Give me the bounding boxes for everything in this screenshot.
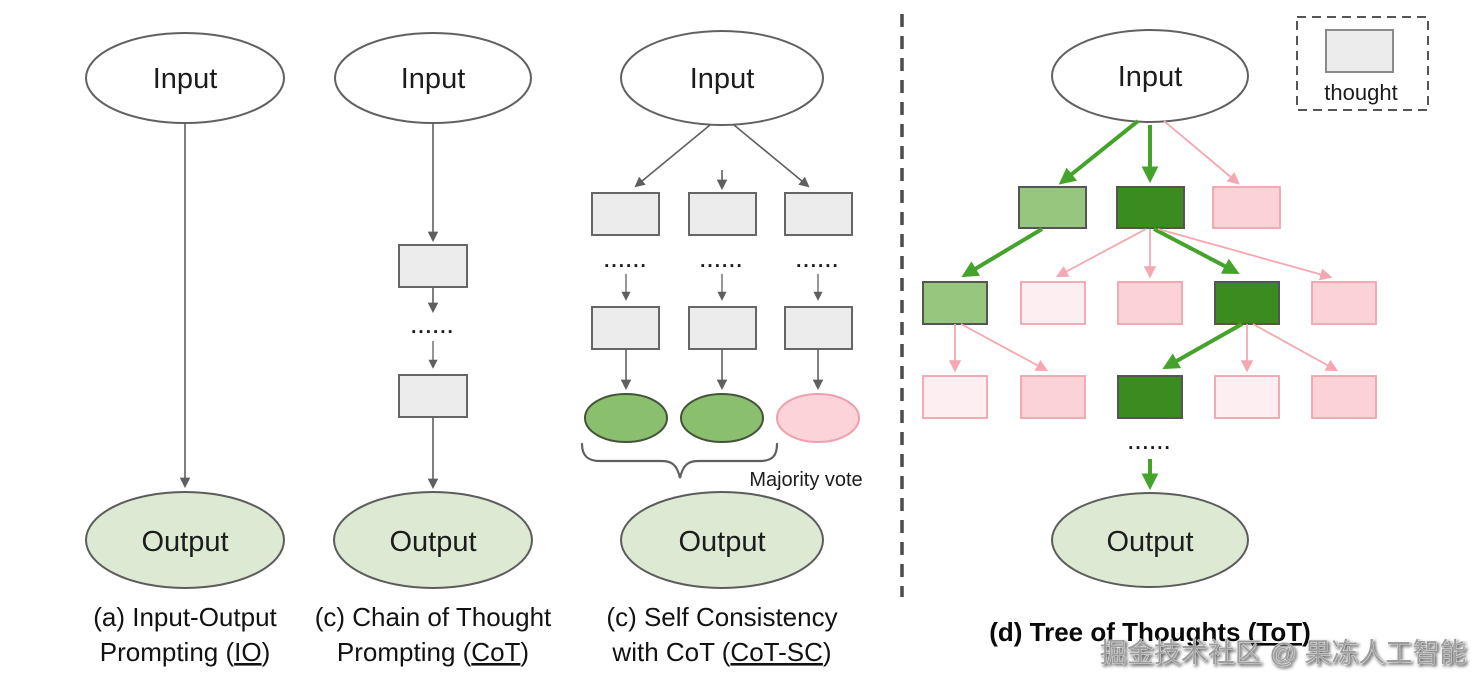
cotsc-input-node (620, 30, 824, 126)
majority-vote-brace (580, 442, 779, 479)
watermark-text: 掘金技术社区 @ 果冻人工智能 (1100, 638, 1466, 668)
cotsc-input-label: Input (690, 63, 755, 95)
legend-border (1296, 16, 1429, 111)
tot-edge-input-r1c3 (1163, 120, 1240, 185)
tot-caption: (d) Tree of Thoughts (ToT) (989, 617, 1311, 647)
io-output-label: Output (141, 526, 228, 558)
cotsc-caption-line1: (c) Self Consistency (606, 602, 837, 632)
cot-output-node (333, 491, 533, 589)
cotsc-vote-node-green-1 (584, 393, 668, 443)
cot-ellipsis: ...... (411, 317, 455, 338)
cotsc-thought-r1c3 (784, 192, 853, 236)
cotsc-output-label: Output (678, 526, 765, 558)
tot-node-r3c2-pink (1020, 375, 1086, 419)
cotsc-edge-input-left (634, 124, 711, 188)
cot-thought-node-2 (398, 374, 468, 418)
tot-edge-r2c4-r3c5 (1252, 323, 1339, 372)
tot-node-r2c5-pink (1311, 281, 1377, 325)
tot-node-r2c3-pink (1117, 281, 1183, 325)
tot-node-r2c4-selected (1214, 281, 1280, 325)
panel-tot: Input thought (922, 16, 1429, 647)
cotsc-edge-input-right (733, 124, 810, 188)
cotsc-ellipsis-1: ...... (604, 251, 648, 272)
tot-edge-r1c2-r2c2 (1055, 228, 1147, 278)
cotsc-output-node (620, 491, 824, 589)
legend-thought-label: thought (1324, 80, 1397, 105)
cot-output-label: Output (389, 526, 476, 558)
tot-edge-r2c4-r3c3 (1162, 322, 1243, 370)
cotsc-vote-node-green-2 (680, 393, 764, 443)
cotsc-vote-node-pink (776, 393, 860, 443)
io-caption-line2: Prompting (IO) (100, 637, 271, 667)
cotsc-thought-r2c2 (688, 306, 757, 350)
tot-node-r3c1-pink-faint (922, 375, 988, 419)
cot-input-label: Input (401, 63, 466, 95)
tot-edge-r2c1-r3c2 (960, 323, 1049, 372)
cot-thought-node-1 (398, 244, 468, 288)
tot-node-r3c3-selected (1117, 375, 1183, 419)
tot-node-r1c3-pink (1212, 186, 1281, 229)
panel-cot-sc: Input ...... ...... ...... Majority vote… (580, 30, 863, 667)
tot-edge-r1c1-r2c1 (961, 227, 1044, 278)
cotsc-thought-r2c3 (784, 306, 853, 350)
panel-cot: Input ...... Output (c) Chain of Thought… (315, 32, 552, 667)
tot-edge-r1c2-r2c5 (1157, 228, 1333, 281)
tot-edge-r1c2-r2c4 (1153, 227, 1240, 274)
cotsc-thought-r1c2 (688, 192, 757, 236)
tot-output-label: Output (1106, 526, 1193, 558)
legend-thought: thought (1296, 16, 1429, 111)
io-caption-line1: (a) Input-Output (93, 602, 277, 632)
tot-node-r1c2-selected (1116, 186, 1185, 229)
io-output-node (85, 491, 285, 589)
tot-node-r2c1-green (922, 281, 988, 325)
cotsc-caption-line2: with CoT (CoT-SC) (611, 637, 831, 667)
cotsc-ellipsis-3: ...... (796, 251, 840, 272)
tot-node-r2c2-pink-faint (1020, 281, 1086, 325)
tot-output-node (1051, 492, 1249, 588)
tot-node-r1c1-green (1018, 186, 1087, 229)
cot-caption-line1: (c) Chain of Thought (315, 602, 552, 632)
tot-ellipsis: ...... (1128, 433, 1172, 454)
panel-io: Input Output (a) Input-Output Prompting … (85, 32, 285, 667)
tot-edge-input-r1c1 (1058, 119, 1140, 185)
tot-node-r3c5-pink (1311, 375, 1377, 419)
io-input-label: Input (153, 63, 218, 95)
legend-thought-box (1325, 29, 1394, 73)
cot-caption-line2: Prompting (CoT) (337, 637, 529, 667)
tot-input-label: Input (1118, 61, 1183, 93)
io-input-node (85, 32, 285, 124)
cotsc-ellipsis-2: ...... (700, 251, 744, 272)
cot-input-node (334, 32, 532, 124)
cotsc-thought-r1c1 (591, 192, 660, 236)
majority-vote-label: Majority vote (749, 469, 862, 491)
cotsc-thought-r2c1 (591, 306, 660, 350)
tot-input-node (1051, 29, 1249, 123)
tot-node-r3c4-pink-faint (1214, 375, 1280, 419)
